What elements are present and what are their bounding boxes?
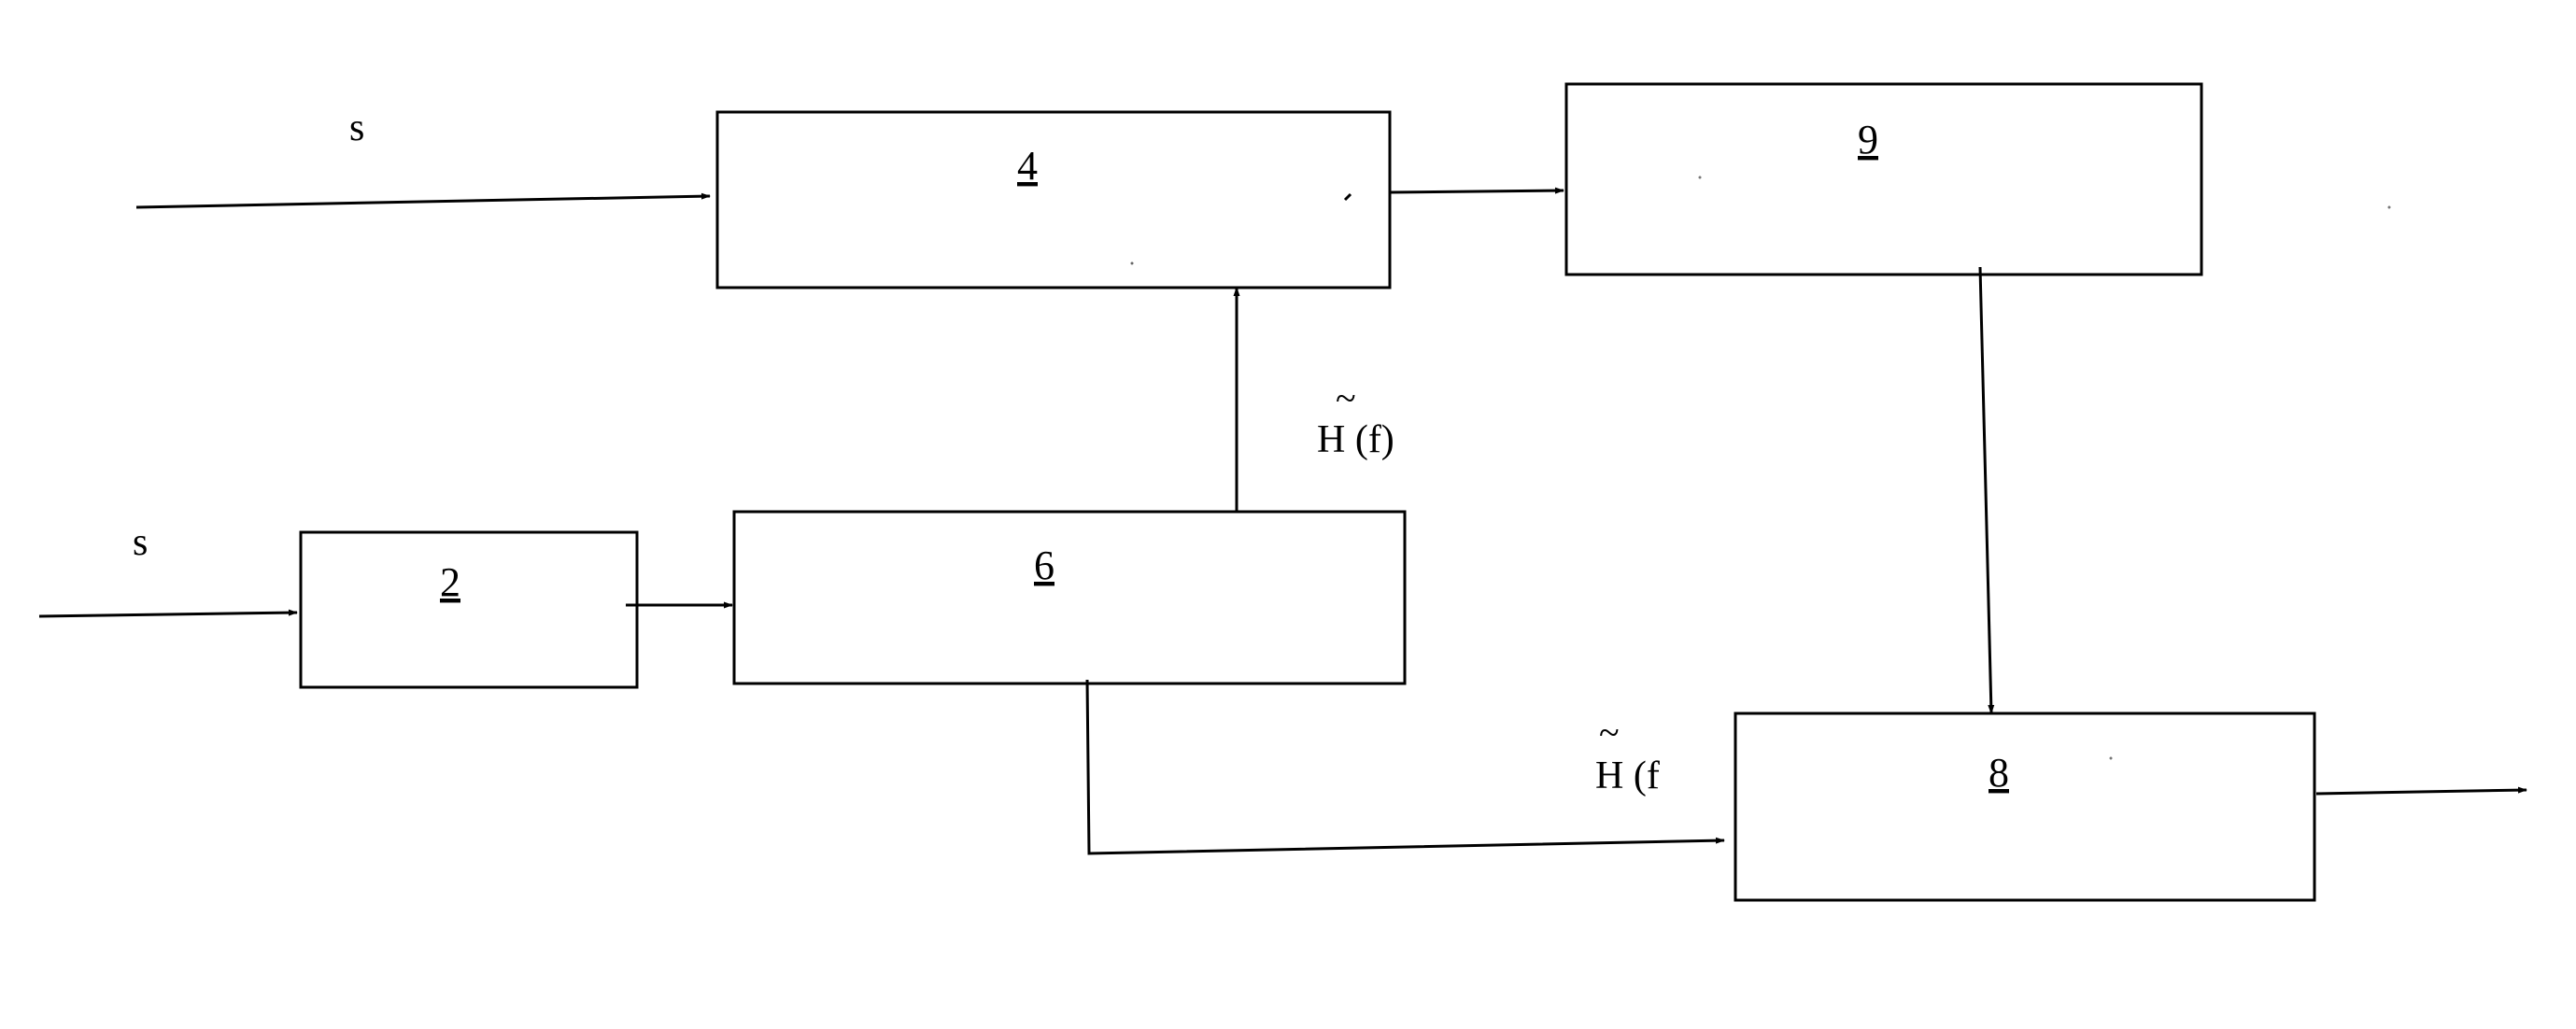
- arrow-block-4-to-block-9: [1390, 190, 1564, 192]
- signal-upper-tilde: ~: [1336, 377, 1356, 419]
- block-6-label: 6: [1034, 543, 1054, 588]
- arrow-input-to-block-2: [39, 613, 297, 616]
- input-top-label: s: [349, 106, 364, 149]
- arrow-block-8-output: [2316, 790, 2526, 794]
- block-8-label: 8: [1989, 750, 2009, 796]
- block-9-label: 9: [1858, 117, 1878, 162]
- scan-dot: [1699, 176, 1702, 179]
- input-bottom-label: s: [133, 521, 148, 564]
- scan-dot: [2110, 757, 2113, 760]
- block-2-label: 2: [440, 559, 460, 605]
- block-8: 8: [1735, 713, 2314, 900]
- arrow-input-to-block-4: [136, 196, 710, 207]
- scan-dot: [2388, 206, 2391, 209]
- signal-lower-label: ~ H (f: [1595, 712, 1660, 797]
- signal-upper-text: H (f): [1317, 418, 1394, 461]
- block-4-label: 4: [1017, 143, 1038, 189]
- arrow-block-9-to-block-8: [1980, 267, 1991, 713]
- signal-lower-tilde: ~: [1599, 712, 1620, 754]
- block-6: 6: [734, 512, 1405, 684]
- signal-upper-label: ~ H (f): [1317, 377, 1394, 461]
- block-4: 4: [717, 112, 1390, 288]
- signal-lower-text: H (f: [1595, 754, 1660, 797]
- block-2: 2: [301, 532, 637, 687]
- scan-dot: [1131, 262, 1134, 265]
- block-9: 9: [1566, 84, 2201, 275]
